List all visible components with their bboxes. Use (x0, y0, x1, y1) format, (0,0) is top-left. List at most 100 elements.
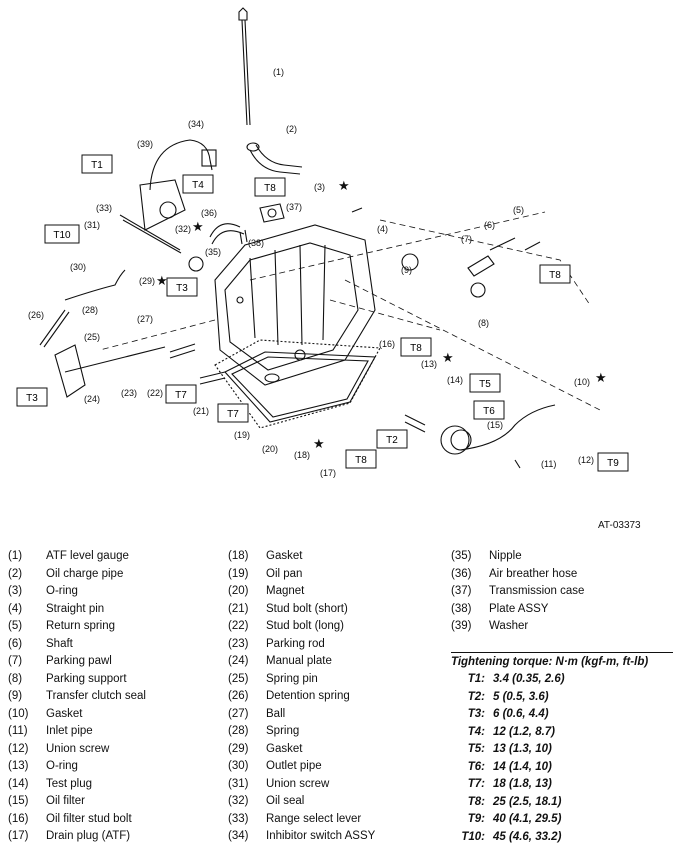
callout-28: (28) (82, 305, 98, 315)
oil-filter (440, 425, 470, 455)
legend-number: (14) (8, 777, 29, 790)
legend-label: Oil filter stud bolt (46, 812, 132, 825)
torque-tag-t3: T3 (166, 277, 198, 297)
legend-number: (31) (228, 777, 249, 790)
legend-item: (20)Magnet (228, 583, 375, 601)
callout-37: (37) (286, 202, 302, 212)
legend-item: (23)Parking rod (228, 636, 375, 654)
torque-row: T6:14 (1.4, 10) (451, 761, 673, 779)
legend-label: Inlet pipe (46, 725, 93, 737)
callout-10: (10) (574, 377, 590, 387)
torque-code: T9: (467, 813, 485, 825)
legend-label: Outlet pipe (266, 760, 322, 772)
legend-label: Spring pin (266, 672, 318, 685)
inhibitor-switch (139, 179, 186, 231)
torque-tag-label: T8 (410, 343, 422, 354)
torque-tag-label: T3 (26, 393, 38, 404)
outlet-pipe (64, 269, 126, 301)
torque-code: T10: (461, 830, 485, 843)
figure-id: AT-03373 (598, 520, 641, 531)
torque-tag-label: T9 (607, 458, 619, 469)
legend-item: (29)Gasket (228, 741, 375, 759)
legend-label: Gasket (46, 707, 83, 720)
air-breather-hose (209, 223, 241, 238)
callout-26: (26) (28, 310, 44, 320)
torque-value: 12 (1.2, 8.7) (493, 725, 556, 738)
legend-label: Straight pin (46, 602, 105, 615)
torque-tag-t8: T8 (345, 449, 377, 469)
axis-lines (99, 211, 601, 411)
oil-charge-pipe (249, 149, 301, 175)
legend-item: (28)Spring (228, 723, 375, 741)
torque-code: T5: (467, 743, 485, 755)
legend-number: (33) (228, 812, 249, 825)
legend-item: (16)Oil filter stud bolt (8, 811, 146, 829)
callout-2: (2) (286, 124, 297, 134)
legend-item: (5)Return spring (8, 618, 146, 636)
legend-item: (31)Union screw (228, 776, 375, 794)
torque-row: T10: 45 (4.6, 33.2) (451, 831, 673, 849)
return-spring (524, 241, 541, 251)
legend-label: Range select lever (266, 812, 362, 825)
torque-tag-label: T7 (227, 409, 239, 420)
legend-number: (19) (228, 567, 249, 580)
callout-19: (19) (234, 430, 250, 440)
torque-code: T6: (467, 760, 485, 773)
legend-number: (23) (228, 637, 249, 650)
legend-label: Plate ASSY (489, 602, 549, 615)
torque-tag-t2: T2 (376, 429, 408, 449)
legend-label: Oil seal (266, 795, 305, 807)
legend-item: (34)Inhibitor switch ASSY (228, 828, 375, 846)
legend-number: (39) (451, 620, 472, 632)
torque-value: 45 (4.6, 33.2) (493, 830, 562, 843)
torque-value: 25 (2.5, 18.1) (493, 795, 562, 808)
callout-35: (35) (205, 247, 221, 257)
torque-row: T2:5 (0.5, 3.6) (451, 691, 673, 709)
legend-number: (2) (8, 567, 23, 580)
legend-item: (37)Transmission case (451, 583, 584, 601)
legend-number: (22) (228, 620, 249, 632)
callout-39: (39) (137, 139, 153, 149)
exploded-transmission-diagram: (1)(2)(3)(4)(5)(6)(7)(8)(9)(10)(11)(12)(… (16, 7, 629, 478)
legend-number: (20) (228, 585, 249, 597)
legend-label: Ball (266, 707, 286, 720)
legend-label: Air breather hose (489, 567, 578, 580)
callout-22: (22) (147, 388, 163, 398)
torque-row: T8:25 (2.5, 18.1) (451, 796, 673, 814)
legend-item: (36)Air breather hose (451, 566, 584, 584)
legend-label: Test plug (46, 777, 93, 790)
callout-labels: (1)(2)(3)(4)(5)(6)(7)(8)(9)(10)(11)(12)(… (28, 67, 594, 478)
legend-item: (38)Plate ASSY (451, 601, 584, 619)
torque-tag-t7: T7 (165, 384, 197, 404)
callout-20: (20) (262, 444, 278, 454)
callout-3: (3) (314, 182, 325, 192)
callout-15: (15) (487, 420, 503, 430)
legend-number: (4) (8, 602, 23, 615)
inhibitor-harness (149, 139, 213, 191)
nipple (239, 229, 248, 245)
callout-27: (27) (137, 314, 153, 324)
legend-number: (27) (228, 707, 249, 720)
torque-tag-label: T10 (53, 230, 71, 241)
star-mark: ★ (595, 370, 607, 385)
legend-item: (1)ATF level gauge (8, 548, 146, 566)
straight-pin (351, 207, 363, 213)
detention-spring (39, 309, 70, 348)
legend-label: Parking pawl (46, 655, 112, 667)
legend-item: (10)Gasket (8, 706, 146, 724)
oil-pan (224, 351, 376, 423)
legend-item: (2)Oil charge pipe (8, 566, 146, 584)
legend-item: (12)Union screw (8, 741, 146, 759)
callout-17: (17) (320, 468, 336, 478)
legend-item: (22)Stud bolt (long) (228, 618, 375, 636)
torque-tag-label: T8 (355, 455, 367, 466)
tightening-torque-table: Tightening torque: N·m (kgf-m, ft-lb) T1… (451, 652, 673, 848)
legend-item: (18)Gasket (228, 548, 375, 566)
callout-21: (21) (193, 406, 209, 416)
legend-label: Drain plug (ATF) (46, 830, 131, 842)
legend-number: (24) (228, 655, 249, 667)
star-mark: ★ (156, 273, 168, 288)
torque-table-title: Tightening torque: N·m (kgf-m, ft-lb) (451, 652, 673, 673)
callout-7: (7) (461, 234, 472, 244)
callout-29: (29) (139, 276, 155, 286)
